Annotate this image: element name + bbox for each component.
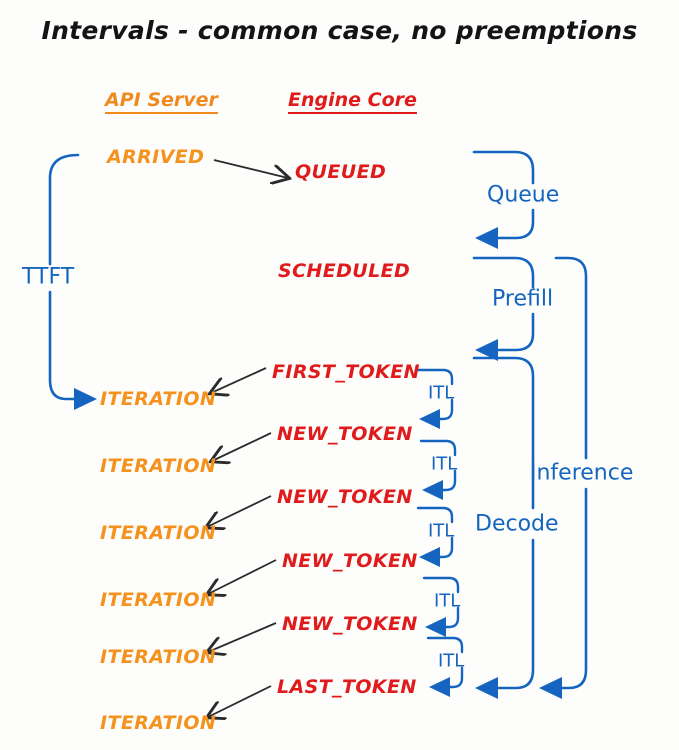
arrow-new-token-to-iteration-4 [208,622,277,652]
arrow-first-token-to-iteration [211,367,267,393]
interval-label-itl: ITL [434,590,461,612]
state-iteration: ITERATION [100,712,217,734]
interval-label-itl: ITL [428,382,455,404]
state-first-token: FIRST_TOKEN [272,361,420,383]
state-iteration: ITERATION [100,646,217,668]
arrow-new-token-to-iteration-3 [208,559,277,594]
arrow-new-token-to-iteration-1 [212,432,272,461]
state-iteration: ITERATION [100,388,217,410]
interval-label-itl: ITL [428,520,455,542]
interval-label-queue: Queue [487,182,560,208]
state-new-token: NEW_TOKEN [277,423,413,445]
state-iteration: ITERATION [100,522,217,544]
state-new-token: NEW_TOKEN [282,613,418,635]
state-last-token: LAST_TOKEN [277,676,417,698]
state-iteration: ITERATION [100,455,217,477]
arrow-last-token-to-iteration [208,685,272,717]
interval-label-inference: Inference [530,460,634,486]
state-queued: QUEUED [295,161,387,183]
interval-label-itl: ITL [438,650,465,672]
arrow-arrived-to-queued [213,159,288,178]
state-arrived: ARRIVED [107,146,205,168]
state-scheduled: SCHEDULED [278,260,411,282]
state-new-token: NEW_TOKEN [277,486,413,508]
column-header-engine-core: Engine Core [288,89,417,114]
interval-label-ttft: TTFT [22,264,75,290]
column-header-api-server: API Server [105,89,218,114]
interval-label-prefill: Prefill [492,286,554,312]
interval-label-decode: Decode [475,511,559,537]
arrow-new-token-to-iteration-2 [207,495,272,527]
diagram-title: Intervals - common case, no preemptions [41,16,638,45]
state-new-token: NEW_TOKEN [282,550,418,572]
interval-label-itl: ITL [431,453,458,475]
state-iteration: ITERATION [100,589,217,611]
